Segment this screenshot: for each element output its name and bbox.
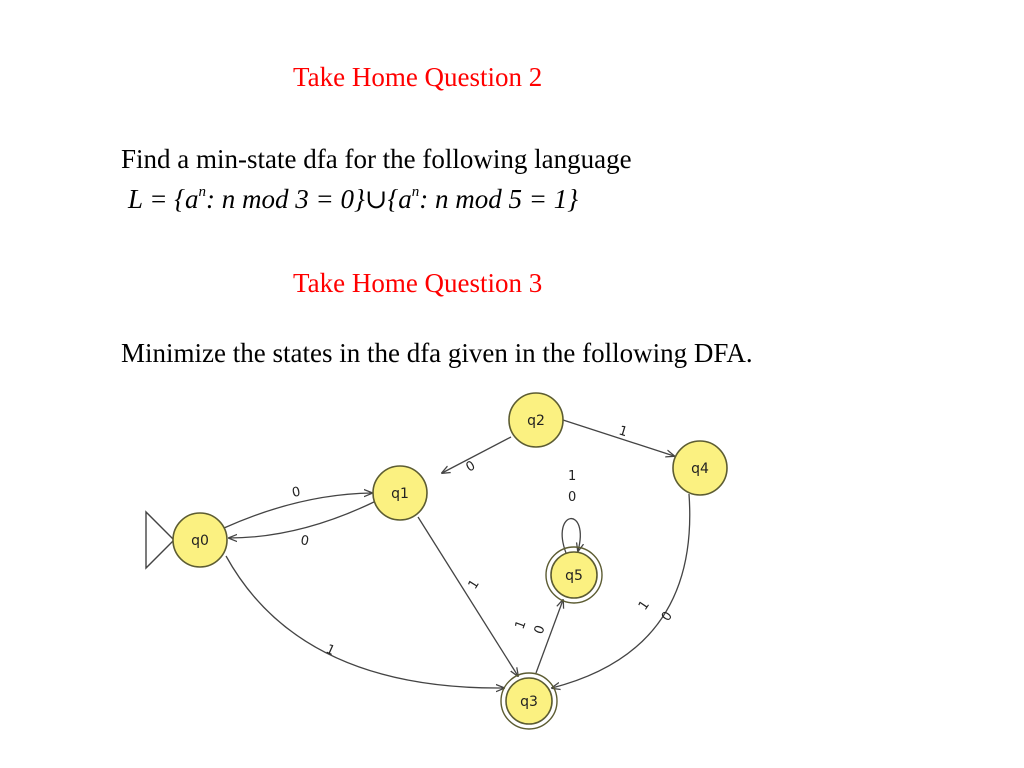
union-symbol: ∪ — [364, 184, 388, 214]
start-state-triangle — [145, 510, 175, 570]
edge-q2-q1-0 — [442, 436, 512, 473]
state-q0-label: q0 — [191, 533, 209, 549]
state-q5-label: q5 — [565, 568, 583, 584]
label-q3-q5-top: 1 — [513, 618, 530, 631]
label-q5-self-top: 1 — [568, 469, 576, 484]
label-q1-q3: 1 — [466, 577, 483, 592]
state-q4-label: q4 — [691, 461, 709, 477]
question-3-prompt: Minimize the states in the dfa given in … — [121, 338, 753, 368]
edge-q1-q0-0 — [229, 500, 377, 538]
state-q2: q2 — [508, 392, 564, 448]
language-part-1: L = {a — [128, 184, 199, 214]
state-q5: q5 — [545, 546, 603, 604]
state-q2-label: q2 — [527, 413, 545, 429]
question-3-title: Take Home Question 3 — [293, 268, 543, 298]
language-part-3: {a — [387, 184, 412, 214]
edge-q1-q3-1 — [417, 516, 518, 676]
language-definition: L = {an: n mod 3 = 0}∪{an: n mod 5 = 1} — [128, 183, 578, 215]
label-q4-q3-top: 1 — [636, 598, 653, 613]
state-q1-label: q1 — [391, 486, 409, 502]
edge-q3-q5 — [535, 600, 563, 674]
label-q0-q1: 0 — [291, 485, 302, 501]
label-q1-q0: 0 — [299, 533, 310, 549]
state-q3: q3 — [500, 672, 558, 730]
state-q3-label: q3 — [520, 694, 538, 710]
label-q4-q3-bottom: 0 — [659, 609, 676, 624]
label-q3-q5-bottom: 0 — [532, 623, 549, 636]
edge-q2-q4-1 — [562, 419, 674, 456]
language-part-2: : n mod 3 = 0} — [206, 184, 365, 214]
label-q2-q4: 1 — [617, 423, 629, 440]
label-q5-self-bottom: 0 — [568, 490, 576, 505]
language-part-4: : n mod 5 = 1} — [419, 184, 579, 214]
state-q0: q0 — [172, 512, 228, 568]
state-q1: q1 — [372, 465, 428, 521]
question-2-prompt: Find a min-state dfa for the following l… — [121, 144, 632, 174]
label-q2-q1: 0 — [464, 458, 479, 475]
edge-q5-self — [561, 517, 580, 554]
state-q4: q4 — [672, 440, 728, 496]
language-exponent-2: n — [411, 184, 420, 200]
edge-q0-q3-1 — [225, 555, 504, 688]
question-2-title: Take Home Question 2 — [293, 62, 543, 92]
language-exponent-1: n — [198, 184, 207, 200]
edge-q4-q3 — [552, 493, 691, 688]
edge-q0-q1-0 — [223, 493, 372, 529]
